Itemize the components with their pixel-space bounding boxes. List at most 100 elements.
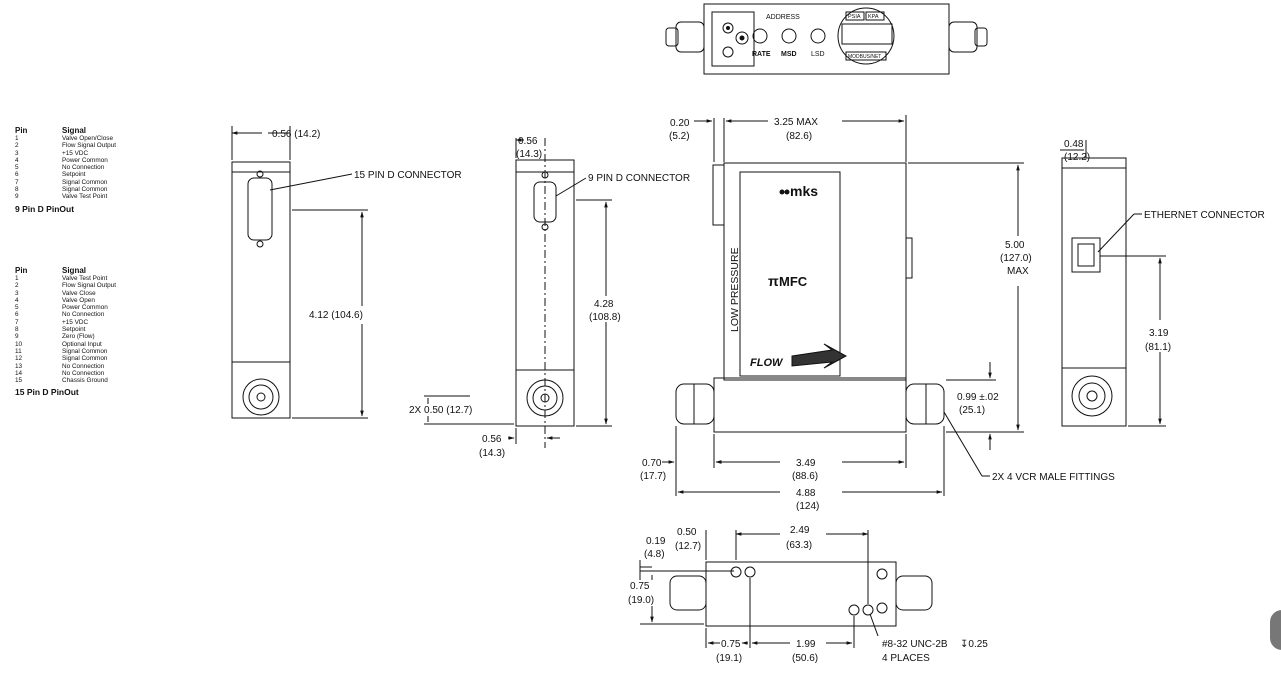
pin-number: 7 bbox=[15, 178, 19, 186]
places-label: 4 PLACES bbox=[882, 653, 930, 664]
fifteen-pin-connector bbox=[247, 177, 273, 241]
pinout-15pin-title: 15 Pin D PinOut bbox=[15, 387, 79, 398]
pi-symbol: π bbox=[768, 273, 779, 289]
height-dim-9-b: (108.8) bbox=[589, 312, 621, 323]
pin-signal: No Connection bbox=[62, 311, 105, 319]
rate-switch bbox=[752, 28, 768, 44]
connector-label-9: 9 PIN D CONNECTOR bbox=[588, 173, 690, 184]
width-dim-9-b: (14.3) bbox=[516, 149, 542, 160]
pin-signal: No Connection bbox=[62, 362, 105, 370]
dim-349-b: (88.6) bbox=[792, 471, 818, 482]
address-label: ADDRESS bbox=[766, 14, 800, 21]
dim-099-a: 0.99 ±.02 bbox=[957, 392, 999, 403]
flow-label: FLOW bbox=[750, 357, 784, 369]
ethernet-label: ETHERNET CONNECTOR bbox=[1144, 210, 1265, 221]
pinout-row: 4 Valve Open bbox=[15, 297, 116, 304]
dim-500-a: 5.00 bbox=[1005, 240, 1025, 251]
top-view bbox=[665, 3, 988, 75]
height-dim-15: 4.12 (104.6) bbox=[309, 310, 363, 321]
brand-dot-icon bbox=[784, 189, 790, 195]
pin-number: 6 bbox=[15, 171, 19, 179]
pin-signal: No Connection bbox=[62, 369, 105, 377]
nine-pin-labels: 0.56 (14.3) 9 PIN D CONNECTOR 4.28 (108.… bbox=[409, 136, 690, 459]
front-view-panel bbox=[739, 171, 841, 377]
pin-number: 2 bbox=[15, 282, 19, 290]
dim-070-b: (17.7) bbox=[640, 471, 666, 482]
pin-signal: Flow Signal Output bbox=[62, 142, 116, 150]
fifteen-pin-fitting bbox=[242, 378, 280, 416]
fifteen-pin-body bbox=[231, 161, 291, 419]
product-label: MFC bbox=[779, 274, 808, 289]
front-right-fitting bbox=[905, 383, 945, 425]
pin-signal: Valve Open/Close bbox=[62, 135, 114, 142]
dim-075h-a: 0.75 bbox=[721, 639, 741, 650]
dim-325-a: 3.25 MAX bbox=[774, 117, 818, 128]
fittings-label: 2X 4 VCR MALE FITTINGS bbox=[992, 472, 1115, 483]
pin-number: 4 bbox=[15, 296, 19, 304]
display-window bbox=[841, 23, 893, 45]
pin-number: 6 bbox=[15, 311, 19, 319]
pin-number: 9 bbox=[15, 193, 19, 201]
side-view-body bbox=[1061, 157, 1127, 427]
signal-header: Signal bbox=[62, 266, 87, 275]
dim-048-b: (12.2) bbox=[1064, 152, 1090, 163]
side-scroll-tab[interactable] bbox=[1270, 610, 1281, 650]
signal-header: Signal bbox=[62, 126, 87, 135]
width-dim-15: 0.56 (14.2) bbox=[272, 129, 320, 140]
brand-dot-icon bbox=[779, 189, 785, 195]
pin-signal: Setpoint bbox=[62, 171, 86, 179]
lsd-label: LSD bbox=[811, 51, 825, 58]
msd-label: MSD bbox=[781, 51, 797, 58]
pin-number: 15 bbox=[15, 377, 23, 385]
pin-number: 1 bbox=[15, 135, 19, 142]
pin-number: 8 bbox=[15, 326, 19, 334]
left-dim-9: 2X 0.50 (12.7) bbox=[409, 405, 472, 416]
dim-048-a: 0.48 bbox=[1064, 139, 1084, 150]
dim-019-b: (4.8) bbox=[644, 549, 665, 560]
dim-319-b: (81.1) bbox=[1145, 342, 1171, 353]
pinout-row: 7 Signal Common bbox=[15, 179, 116, 186]
pin-number: 9 bbox=[15, 333, 19, 341]
dim-325-b: (82.6) bbox=[786, 131, 812, 142]
pin-number: 12 bbox=[15, 355, 23, 363]
pin-signal: +15 VDC bbox=[62, 149, 89, 157]
pin-signal: +15 VDC bbox=[62, 318, 89, 326]
dim-488-a: 4.88 bbox=[796, 488, 816, 499]
pin-signal: Valve Open bbox=[62, 296, 95, 304]
pin-signal: Valve Close bbox=[62, 289, 96, 297]
bottom-left-fitting bbox=[669, 575, 707, 611]
pin-number: 4 bbox=[15, 156, 19, 164]
dim-075v-a: 0.75 bbox=[630, 581, 650, 592]
side-view bbox=[1060, 140, 1166, 427]
thread-label: #8-32 UNC-2B bbox=[882, 639, 948, 650]
pin-header: Pin bbox=[15, 266, 28, 275]
pin-signal: Optional Input bbox=[62, 340, 102, 348]
pinout-9pin-title: 9 Pin D PinOut bbox=[15, 203, 75, 214]
pin-signal: Signal Common bbox=[62, 178, 108, 186]
pin-number: 7 bbox=[15, 318, 19, 326]
bottom-view-labels: 0.19 (4.8) 0.50 (12.7) 2.49 (63.3) 0.75 … bbox=[628, 525, 988, 664]
front-left-fitting bbox=[675, 383, 715, 425]
pin-signal: Valve Test Point bbox=[62, 193, 108, 201]
dim-075v-b: (19.0) bbox=[628, 595, 654, 606]
dim-349-a: 3.49 bbox=[796, 458, 816, 469]
pinout-row: 9 Valve Test Point bbox=[15, 193, 116, 200]
pin-signal: Zero (Flow) bbox=[62, 333, 95, 341]
bottom-dim-9-a: 0.56 bbox=[482, 434, 502, 445]
height-dim-9-a: 4.28 bbox=[594, 299, 614, 310]
